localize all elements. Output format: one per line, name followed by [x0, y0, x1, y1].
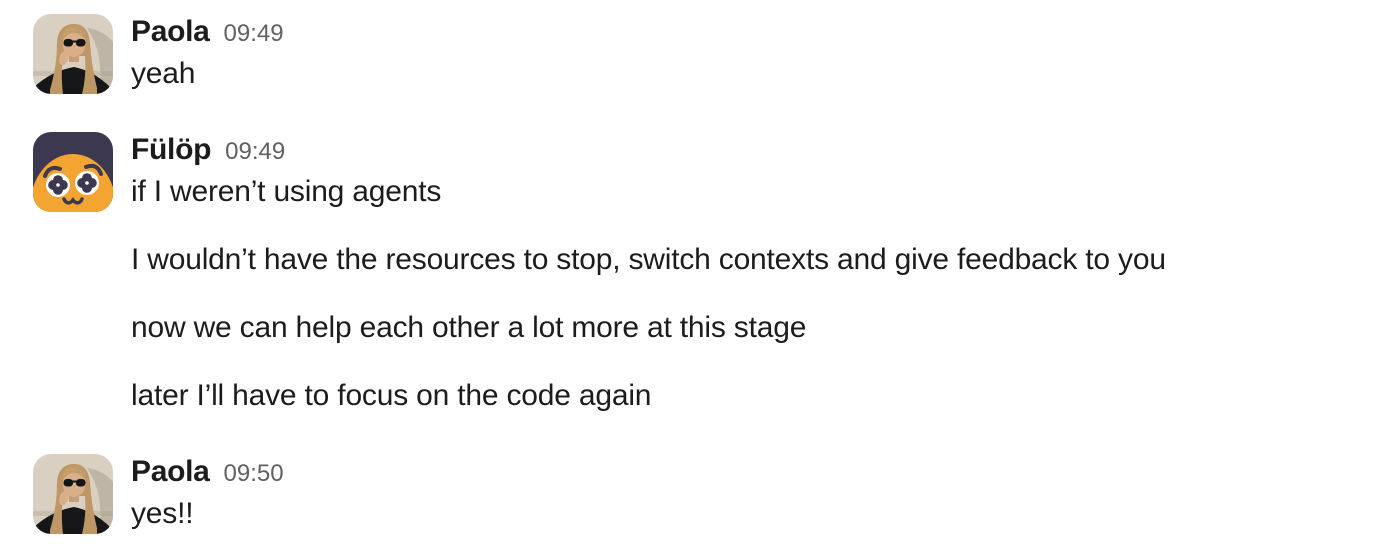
- pleading-face-emoji-icon: [33, 132, 113, 212]
- message-content: Paola 09:49 yeah: [131, 14, 284, 96]
- message-group: Fülöp 09:49 if I weren’t using agents I …: [33, 132, 1360, 418]
- paola-avatar[interactable]: [33, 14, 113, 94]
- paola-avatar[interactable]: [33, 454, 113, 534]
- message-content: Paola 09:50 yes!!: [131, 454, 284, 536]
- author-name[interactable]: Paola: [131, 455, 210, 488]
- message-text: yes!!: [131, 497, 194, 530]
- message-header: Paola 09:50: [131, 454, 284, 492]
- message-text: now we can help each other a lot more at…: [131, 311, 807, 344]
- timestamp[interactable]: 09:49: [225, 138, 286, 165]
- message-group: Paola 09:49 yeah: [33, 14, 1360, 96]
- woman-sunglasses-photo-icon: [33, 454, 113, 534]
- author-name[interactable]: Paola: [131, 15, 210, 48]
- timestamp[interactable]: 09:50: [223, 460, 284, 487]
- message-list: Paola 09:49 yeah: [33, 14, 1360, 536]
- woman-sunglasses-photo-icon: [33, 14, 113, 94]
- message-header: Paola 09:49: [131, 14, 284, 52]
- message-text: if I weren’t using agents: [131, 175, 442, 208]
- message-text: later I’ll have to focus on the code aga…: [131, 379, 652, 412]
- message-content: Fülöp 09:49 if I weren’t using agents I …: [131, 132, 1166, 418]
- timestamp[interactable]: 09:49: [223, 20, 284, 47]
- author-name[interactable]: Fülöp: [131, 133, 212, 166]
- message-header: Fülöp 09:49: [131, 132, 1166, 170]
- message-group: Paola 09:50 yes!!: [33, 454, 1360, 536]
- message-text: yeah: [131, 57, 196, 90]
- fulop-avatar[interactable]: [33, 132, 113, 212]
- message-text: I wouldn’t have the resources to stop, s…: [131, 243, 1166, 276]
